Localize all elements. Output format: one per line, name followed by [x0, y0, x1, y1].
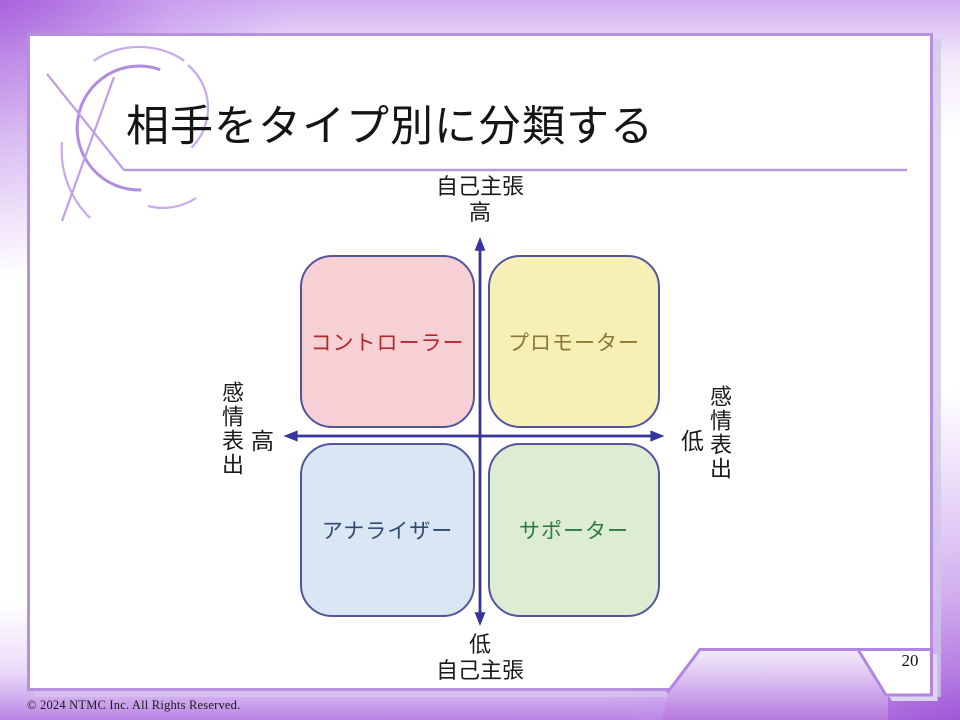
quadrant-controller: コントローラー: [300, 255, 475, 428]
cross-line-icon: [60, 76, 116, 222]
arrow-down-icon: [474, 612, 486, 626]
copyright-notice: © 2024 NTMC Inc. All Rights Reserved.: [27, 698, 241, 712]
page-title: 相手をタイプ別に分類する: [126, 103, 654, 151]
arrow-right-icon: [650, 430, 665, 442]
cross-line-icon: [46, 73, 125, 171]
arrow-up-icon: [474, 237, 486, 251]
arrow-left-icon: [283, 430, 298, 442]
horizontal-axis-name-left: 感情表出: [219, 381, 244, 477]
vertical-axis-name: 自己主張: [435, 174, 524, 199]
bottom-right-ornament: [662, 648, 938, 720]
page-number-tab: [855, 648, 933, 697]
quadrant-label: プロモーター: [508, 331, 640, 355]
vertical-axis-bottom-caption: 低 自己主張: [380, 632, 580, 684]
quadrant-promoter: プロモーター: [488, 255, 660, 428]
arc-ornament: [46, 45, 210, 222]
quadrant-label: サポーター: [519, 520, 629, 543]
vertical-axis-top-caption: 自己主張 高: [380, 174, 580, 226]
quadrant-label: アナライザー: [321, 520, 454, 543]
gradient-band: [662, 648, 888, 720]
quadrant-label: コントローラー: [310, 331, 465, 355]
vertical-axis-low-label: 低: [468, 632, 491, 657]
quadrant-supporter: サポーター: [488, 443, 660, 617]
axis-arrows: [283, 237, 665, 626]
vertical-axis-name: 自己主張: [435, 658, 524, 683]
vertical-axis-high-label: 高: [468, 200, 491, 225]
horizontal-axis-name-right: 感情表出: [707, 385, 732, 481]
page-number: 20: [901, 651, 919, 670]
horizontal-axis-high-label: 高: [251, 428, 274, 454]
horizontal-axis-low-label: 低: [681, 428, 704, 454]
quadrant-analyzer: アナライザー: [300, 443, 475, 617]
